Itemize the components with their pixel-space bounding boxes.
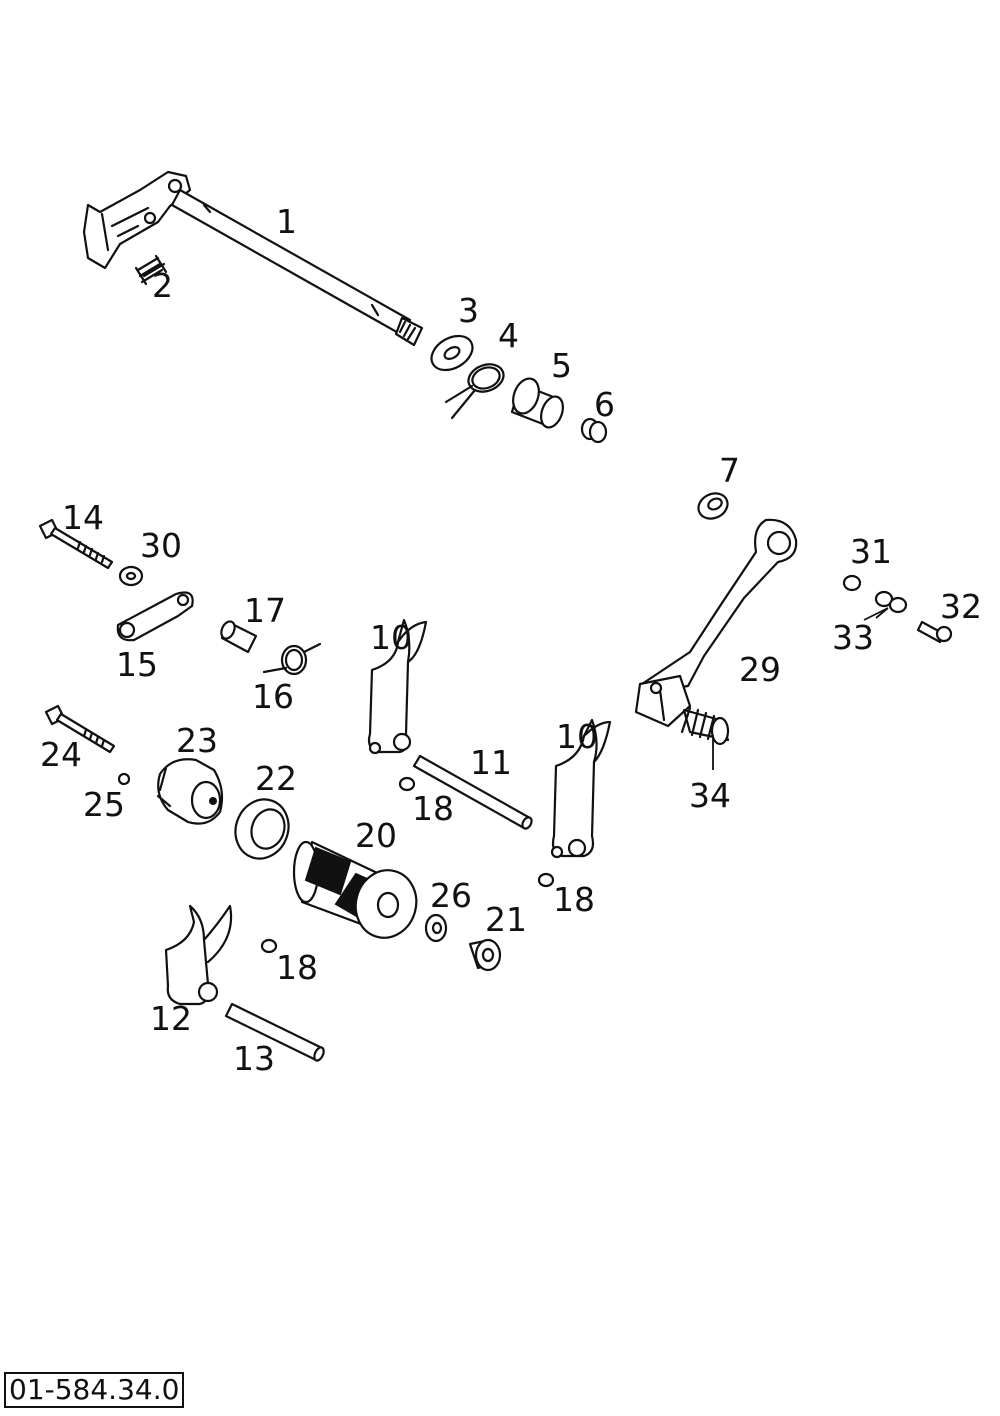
callout-1: 1 <box>276 202 297 241</box>
callout-29: 29 <box>739 650 781 689</box>
callout-5: 5 <box>551 346 572 385</box>
part-6-seal-ring[interactable] <box>580 417 608 444</box>
callout-14: 14 <box>62 498 104 537</box>
callout-21: 21 <box>485 900 527 939</box>
callout-18-a: 18 <box>412 789 454 828</box>
callout-25: 25 <box>83 785 125 824</box>
part-15-lever[interactable] <box>116 591 194 642</box>
document-number: 01-584.34.0 <box>4 1372 185 1408</box>
callout-18-b: 18 <box>553 880 595 919</box>
callout-4: 4 <box>498 316 519 355</box>
callout-34: 34 <box>689 776 731 815</box>
callout-12: 12 <box>150 999 192 1038</box>
callout-13: 13 <box>233 1039 275 1078</box>
callout-17: 17 <box>244 591 286 630</box>
part-7-bearing[interactable] <box>694 489 731 523</box>
part-20-shift-drum[interactable] <box>292 840 424 945</box>
callout-10-upper: 10 <box>370 618 412 657</box>
part-13-fork-rod[interactable] <box>224 1002 326 1062</box>
part-16-spring[interactable] <box>262 642 322 676</box>
part-18-roller-a[interactable] <box>398 776 416 792</box>
callout-32: 32 <box>940 587 982 626</box>
part-32-bolt[interactable] <box>916 620 953 644</box>
part-18-roller-b[interactable] <box>537 872 555 888</box>
callout-26: 26 <box>430 876 472 915</box>
callout-16: 16 <box>252 677 294 716</box>
part-22-bearing[interactable] <box>227 792 296 866</box>
part-4-return-spring[interactable] <box>444 360 507 420</box>
callout-10-lower: 10 <box>556 717 598 756</box>
part-34-footpeg[interactable] <box>680 706 730 770</box>
part-11-fork-rod[interactable] <box>412 754 533 830</box>
callout-7: 7 <box>719 451 740 490</box>
callout-24: 24 <box>40 735 82 774</box>
callout-6: 6 <box>594 385 615 424</box>
callout-30: 30 <box>140 526 182 565</box>
callout-23: 23 <box>176 721 218 760</box>
part-26-washer[interactable] <box>424 913 448 943</box>
part-21-bushing[interactable] <box>468 938 502 972</box>
part-18-roller-c[interactable] <box>260 938 278 954</box>
part-2-spring[interactable] <box>134 254 168 286</box>
part-25-nut[interactable] <box>117 772 131 786</box>
part-33-nut-set[interactable] <box>863 590 908 621</box>
callout-31: 31 <box>850 532 892 571</box>
callout-labels: 1 2 3 4 5 6 7 10 10 11 12 13 14 15 16 17… <box>40 202 982 1078</box>
callout-33: 33 <box>832 618 874 657</box>
part-3-washer[interactable] <box>425 329 478 377</box>
part-1-shift-shaft[interactable] <box>82 170 424 347</box>
part-10-shift-fork-upper[interactable] <box>367 618 428 755</box>
callout-18-c: 18 <box>276 948 318 987</box>
callout-20: 20 <box>355 816 397 855</box>
callout-2: 2 <box>152 266 173 305</box>
part-17-bushing[interactable] <box>219 619 258 654</box>
part-24-bolt[interactable] <box>44 704 116 754</box>
callout-3: 3 <box>458 291 479 330</box>
callout-22: 22 <box>255 759 297 798</box>
callout-15: 15 <box>116 645 158 684</box>
part-29-shift-lever[interactable] <box>634 518 798 728</box>
part-10-shift-fork-lower[interactable] <box>550 718 612 859</box>
part-12-shift-fork[interactable] <box>164 904 233 1006</box>
callout-11: 11 <box>470 743 512 782</box>
part-5-bushing[interactable] <box>509 375 567 430</box>
part-31-washer[interactable] <box>842 574 862 592</box>
part-30-washer[interactable] <box>118 565 144 587</box>
part-23-shift-drum-locator[interactable] <box>156 758 224 825</box>
part-14-bolt[interactable] <box>38 518 114 570</box>
